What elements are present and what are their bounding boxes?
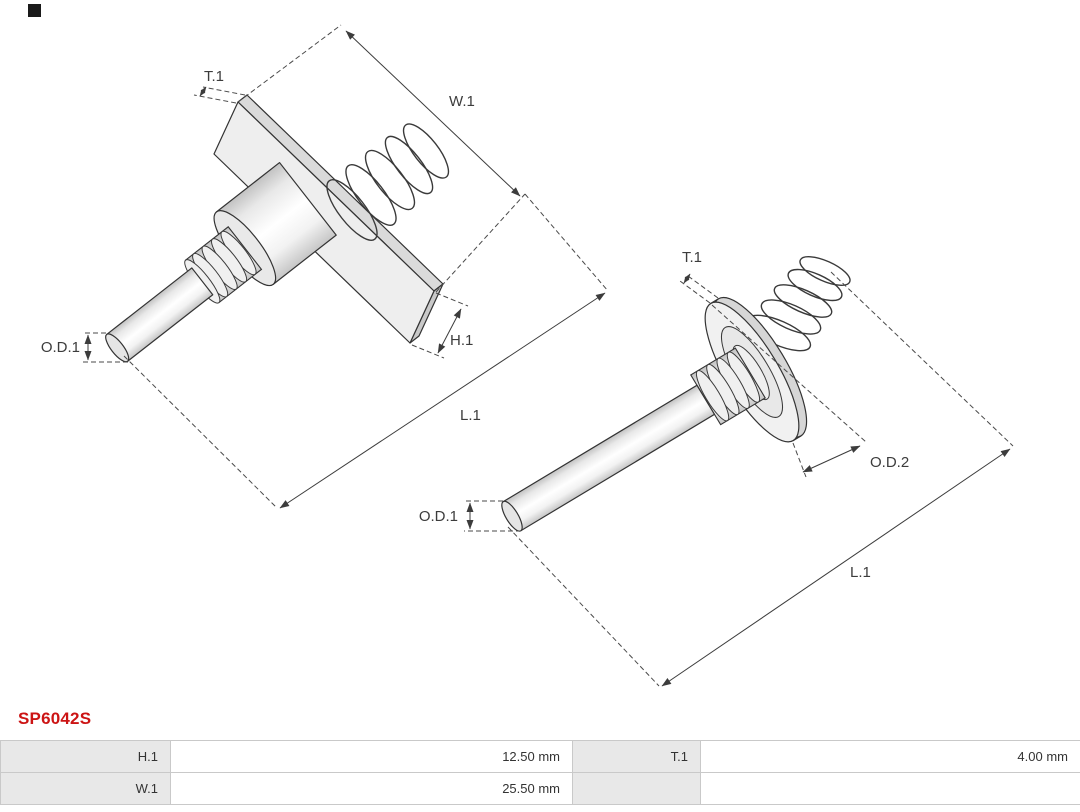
dimensions-table: H.1 12.50 mm T.1 4.00 mm W.1 25.50 mm	[0, 740, 1080, 805]
logo-mark	[28, 4, 41, 17]
param-cell-w1: W.1	[0, 772, 171, 805]
dim-label-od1-left: O.D.1	[41, 339, 80, 356]
value-cell-empty	[700, 772, 1080, 805]
dim-label-t1-right: T.1	[682, 249, 702, 266]
right-part-drawing	[501, 256, 851, 532]
param-cell-h1: H.1	[0, 740, 171, 773]
param-cell-t1: T.1	[572, 740, 701, 773]
table-row: W.1 25.50 mm	[0, 772, 1080, 805]
dim-label-h1: H.1	[450, 332, 473, 349]
plunger-body-left	[105, 161, 337, 363]
table-row: H.1 12.50 mm T.1 4.00 mm	[0, 740, 1080, 773]
value-cell-w1: 25.50 mm	[170, 772, 573, 805]
left-part-drawing	[105, 94, 450, 363]
param-cell-empty	[572, 772, 701, 805]
left-dimensions: W.1 T.1 H.1 O.D.1 L.1	[41, 24, 609, 509]
dim-label-l1-right: L.1	[850, 564, 871, 581]
value-cell-h1: 12.50 mm	[170, 740, 573, 773]
dim-label-od1-right: O.D.1	[419, 508, 458, 525]
dim-label-l1-left: L.1	[460, 407, 481, 424]
dim-label-t1-left: T.1	[204, 68, 224, 85]
right-dimensions: T.1 O.D.2 O.D.1 L.1	[419, 249, 1014, 687]
technical-diagram: W.1 T.1 H.1 O.D.1 L.1	[41, 24, 1014, 687]
part-number: SP6042S	[18, 709, 92, 728]
dim-label-od2: O.D.2	[870, 454, 909, 471]
value-cell-t1: 4.00 mm	[700, 740, 1080, 773]
dim-label-w1: W.1	[449, 93, 475, 110]
plunger-body-right	[501, 296, 808, 532]
